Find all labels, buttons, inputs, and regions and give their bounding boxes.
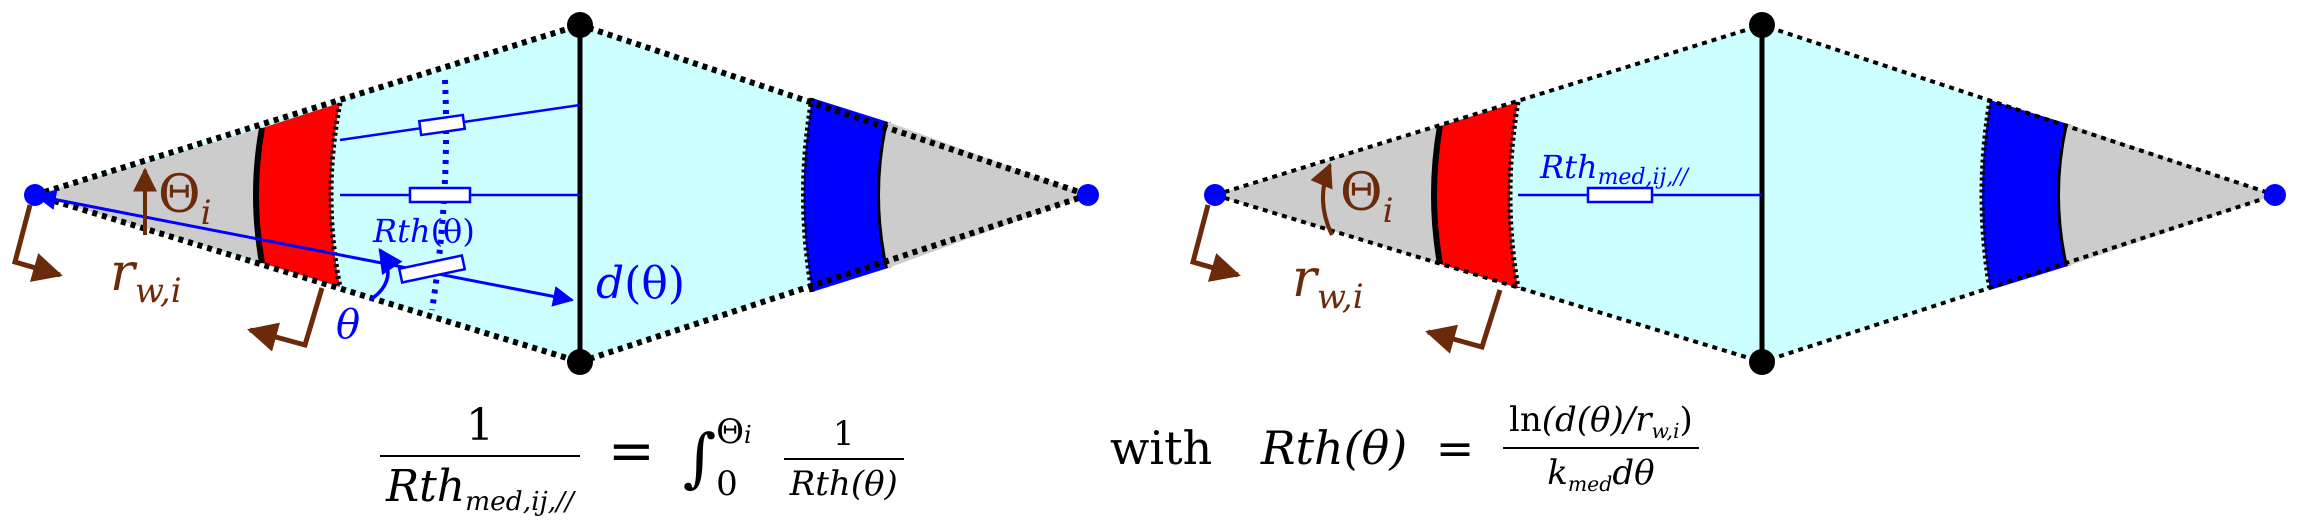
def-equals: = — [1435, 421, 1475, 476]
left-grey-sector-left — [35, 128, 262, 263]
left-panel: Θi rw,i Rth(θ) θ d(θ) — [11, 12, 1099, 375]
left-red-block — [256, 103, 340, 287]
def-numerator: ln(d(θ)/rw,i) — [1508, 400, 1693, 444]
rhs-fraction: 1 Rth(θ) — [783, 413, 904, 504]
left-resistor-bottom — [397, 254, 467, 284]
lhs-equals: = — [607, 419, 655, 485]
left-rw-dim-right — [247, 287, 325, 352]
right-vertex-bottom — [1749, 349, 1775, 375]
lhs-numerator: 1 — [465, 400, 494, 451]
right-rth-med-label: Rthmed,ij,// — [1539, 148, 1691, 190]
right-rw-label: rw,i — [1292, 249, 1364, 317]
rhs-denominator: Rth(θ) — [783, 457, 904, 504]
right-rw-dim-right — [1425, 289, 1503, 354]
left-vertex-top — [567, 12, 593, 38]
right-blue-block — [1982, 100, 2068, 290]
right-resistor — [1586, 186, 1654, 204]
left-blue-block — [803, 98, 888, 292]
def-denominator: kmeddθ — [1502, 447, 1699, 496]
right-rw-dim-left — [1189, 204, 1241, 282]
left-resistor-top — [417, 113, 467, 137]
left-node-left — [24, 184, 46, 206]
left-rw-dim-left — [11, 204, 63, 282]
lhs-denominator: Rthmed,ij,// — [380, 455, 580, 517]
right-blue-outer-arc — [1979, 99, 1993, 291]
def-lhs: Rth(θ) — [1260, 421, 1408, 476]
right-vertex-top — [1749, 12, 1775, 38]
right-panel: Θi rw,i Rthmed,ij,// — [1189, 12, 2286, 375]
left-resistor-mid — [408, 186, 472, 204]
right-node-left — [1204, 184, 1226, 206]
right-grey-sector-left — [1215, 126, 1440, 264]
def-fraction: ln(d(θ)/rw,i) kmeddθ — [1502, 400, 1699, 496]
left-grey-sector-right — [880, 122, 1088, 268]
left-vertex-bottom — [567, 349, 593, 375]
right-red-outer-arc — [1507, 101, 1521, 289]
right-grey-sector-right — [2060, 124, 2275, 266]
right-theta-i-label: Θi — [1340, 163, 1394, 231]
formula-right: with Rth(θ) = ln(d(θ)/rw,i) kmeddθ — [1110, 400, 1699, 496]
left-blue-outer-arc — [801, 97, 815, 293]
left-theta-arc — [369, 247, 403, 302]
lhs-fraction: 1 Rthmed,ij,// — [380, 400, 580, 517]
left-theta-i-label: Θi — [158, 165, 212, 233]
rhs-numerator: 1 — [832, 413, 855, 454]
left-rth-theta-label: Rth(θ) — [372, 212, 475, 250]
with-word: with — [1110, 421, 1213, 476]
left-node-right — [1077, 184, 1099, 206]
right-theta-i-arrow — [1310, 162, 1334, 236]
left-d-theta-label: d(θ) — [596, 258, 685, 309]
left-theta-label: θ — [336, 302, 360, 348]
left-d-theta-arrow — [34, 189, 575, 307]
right-node-right — [2264, 184, 2286, 206]
integral-sign: ∫ — [682, 421, 717, 496]
left-rw-label: rw,i — [110, 243, 182, 311]
right-red-inner-arc — [1431, 125, 1443, 265]
right-red-block — [1434, 102, 1518, 288]
